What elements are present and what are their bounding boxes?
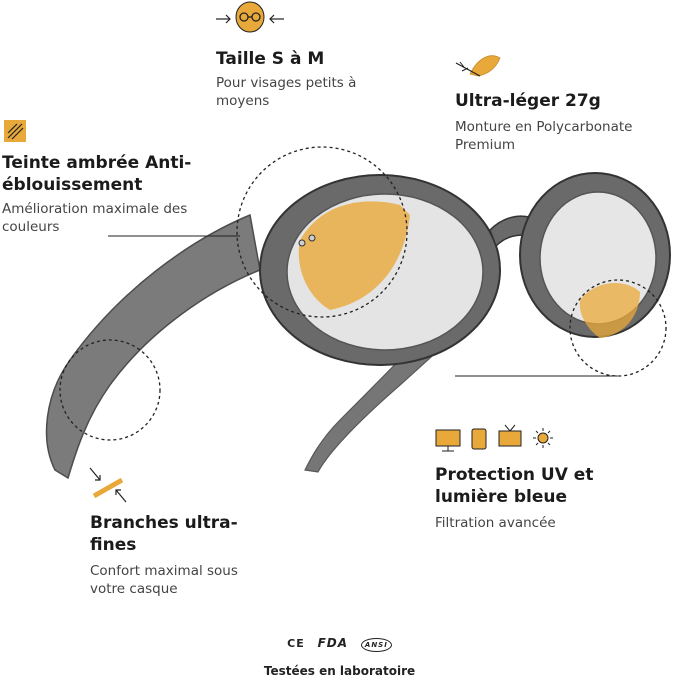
size-desc: Pour visages petits à moyens — [216, 75, 357, 109]
left-lens-amber-tint — [298, 201, 410, 310]
temples-title: Branches ultra-fines — [90, 513, 238, 555]
protection-feature: Protection UV et lumière bleue Filtratio… — [435, 464, 635, 532]
protection-title: Protection UV et lumière bleue — [435, 465, 594, 507]
tint-desc: Amélioration maximale des couleurs — [2, 201, 188, 235]
fda-badge: FDA — [317, 636, 349, 650]
temples-feature: Branches ultra-fines Confort maximal sou… — [90, 512, 275, 598]
certification-badges: CE FDA ANSI — [0, 636, 679, 652]
tint-title: Teinte ambrée Anti-éblouissement — [2, 153, 192, 195]
lab-tested-label: Testées en laboratoire — [263, 664, 416, 678]
tint-callout-circle — [236, 146, 408, 318]
size-title: Taille S à M — [216, 49, 325, 69]
feather-icon — [455, 55, 501, 77]
temples-callout-circle — [59, 339, 161, 441]
ce-badge: CE — [287, 637, 305, 650]
weight-feature: Ultra-léger 27g Monture en Polycarbonate… — [455, 90, 655, 154]
face-size-icon — [216, 1, 284, 33]
left-temple-arm — [45, 213, 261, 480]
weight-desc: Monture en Polycarbonate Premium — [455, 119, 633, 153]
protection-callout-circle — [569, 279, 667, 377]
tint-feature: Teinte ambrée Anti-éblouissement Amélior… — [2, 152, 232, 236]
ansi-badge: ANSI — [360, 638, 392, 652]
thin-temple-icon — [89, 467, 127, 503]
right-lens-amber-tint — [579, 282, 640, 338]
protection-desc: Filtration avancée — [435, 515, 556, 531]
hinge-rivet — [298, 239, 306, 247]
screens-sun-icon — [435, 424, 553, 452]
hinge-rivet — [308, 234, 316, 242]
weight-title: Ultra-léger 27g — [455, 91, 601, 111]
size-feature: Taille S à M Pour visages petits à moyen… — [216, 48, 406, 110]
temples-desc: Confort maximal sous votre casque — [90, 563, 238, 597]
amber-lens-icon — [4, 120, 26, 142]
